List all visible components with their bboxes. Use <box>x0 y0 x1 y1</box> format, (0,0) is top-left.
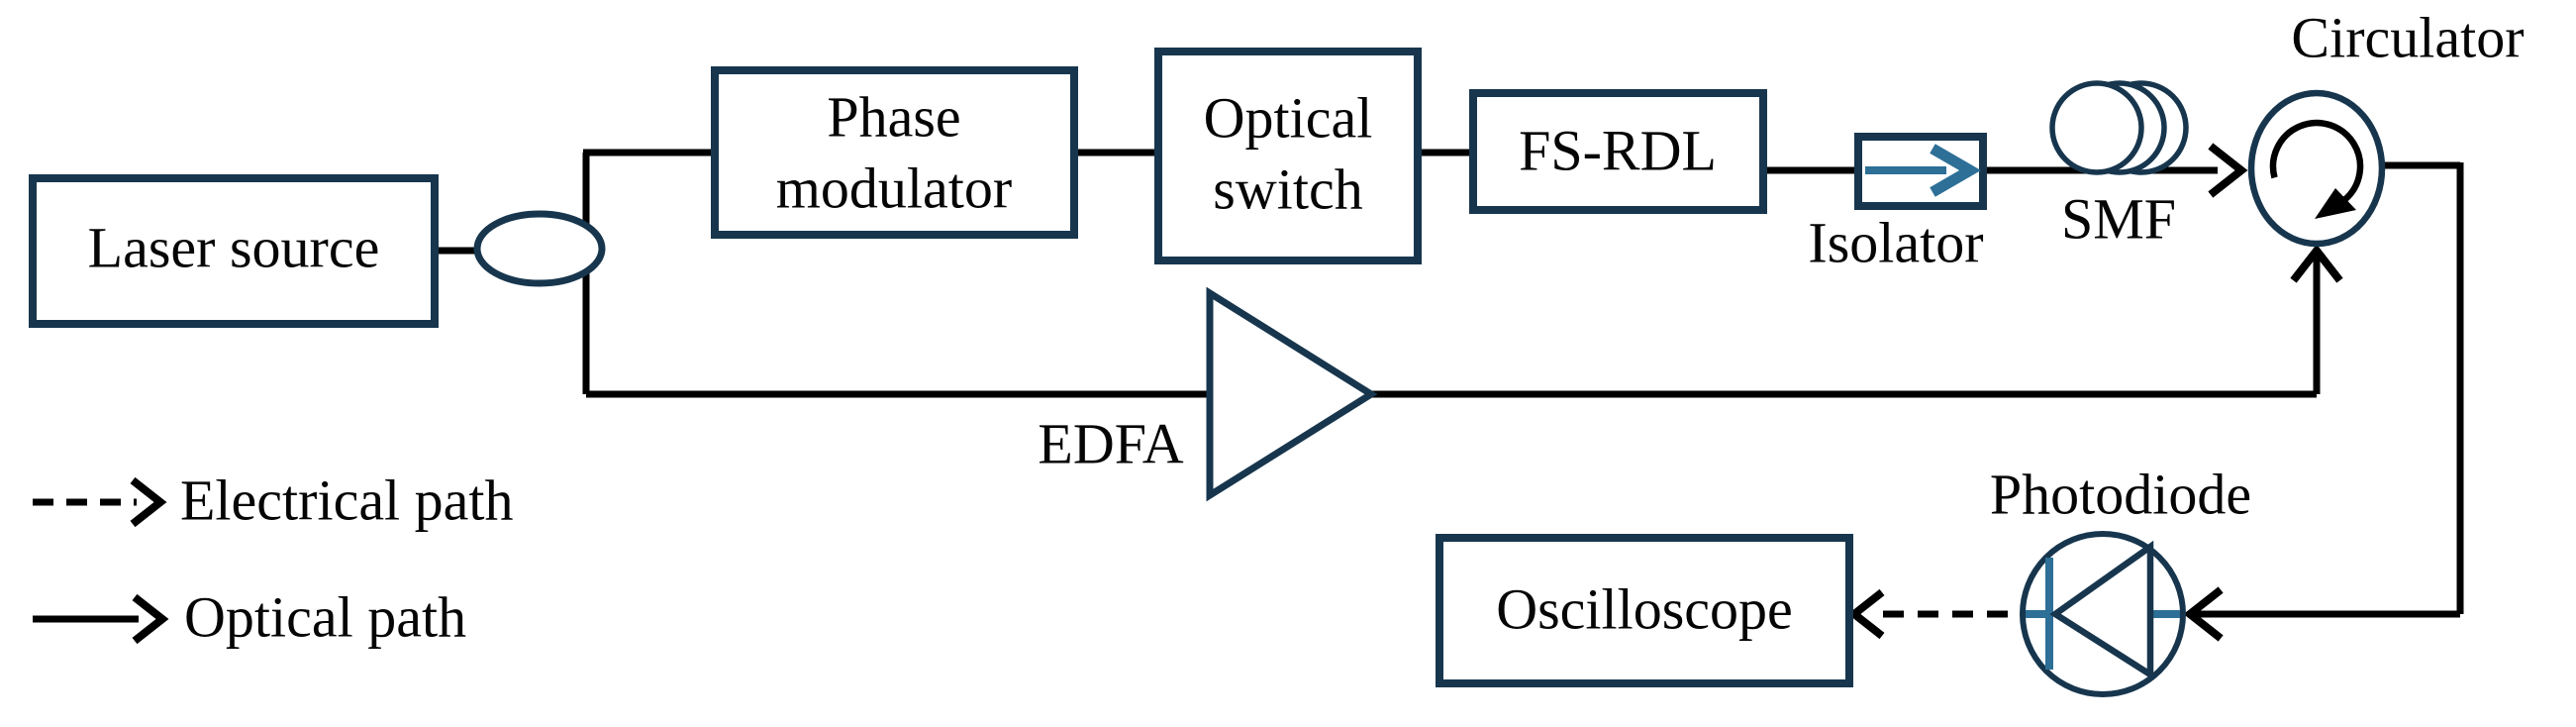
legend: Electrical path Optical path <box>33 467 514 649</box>
optical-switch-label-line1: Optical <box>1204 85 1373 150</box>
photodiode-symbol <box>2020 531 2186 697</box>
edfa-label: EDFA <box>1038 411 1183 475</box>
phase-modulator-label-line1: Phase <box>827 84 960 149</box>
circulator-symbol <box>2247 89 2386 248</box>
coupler-ellipse <box>473 210 606 287</box>
circulator-rotation-arc <box>2269 119 2364 203</box>
legend-electrical-label: Electrical path <box>180 467 514 532</box>
smf-coil-loop-1 <box>2049 80 2144 175</box>
oscilloscope-box <box>1436 534 1853 687</box>
phase-modulator-label-line2: modulator <box>776 156 1012 220</box>
legend-optical-arrow-icon <box>132 593 169 645</box>
optical-arrowheads <box>2183 143 2343 642</box>
oscilloscope-label: Oscilloscope <box>1496 576 1793 641</box>
laser-source-box <box>29 174 439 328</box>
arrow-into-circulator-bottom-icon <box>2290 244 2343 283</box>
optical-switch-box <box>1154 48 1422 264</box>
circulator-label: Circulator <box>2291 5 2524 69</box>
fs-rdl-label: FS-RDL <box>1519 118 1717 182</box>
phase-modulator-box <box>711 66 1078 239</box>
fs-rdl-box <box>1469 89 1767 214</box>
optical-path-lines <box>435 149 2464 618</box>
photodiode-label: Photodiode <box>1990 462 2251 526</box>
arrow-into-photodiode-icon <box>2183 586 2224 642</box>
legend-electrical-arrow-icon <box>130 476 167 528</box>
smf-coil-icon <box>2049 80 2189 175</box>
smf-label: SMF <box>2061 186 2176 251</box>
arrow-into-oscilloscope-icon <box>1847 588 1885 640</box>
arrow-into-circulator-left-icon <box>2208 143 2248 198</box>
circulator-rotation-arrow-icon <box>2315 188 2356 219</box>
optical-switch-label-line2: switch <box>1213 156 1362 221</box>
isolator-label: Isolator <box>1808 210 1983 274</box>
isolator-arrow-icon <box>1930 144 1981 197</box>
electrical-path <box>1847 588 2023 640</box>
photodiode-triangle <box>2049 540 2154 680</box>
isolator-symbol <box>1854 133 1987 210</box>
legend-optical-label: Optical path <box>184 584 466 649</box>
edfa-triangle <box>1206 286 1378 502</box>
laser-source-label: Laser source <box>88 215 380 279</box>
